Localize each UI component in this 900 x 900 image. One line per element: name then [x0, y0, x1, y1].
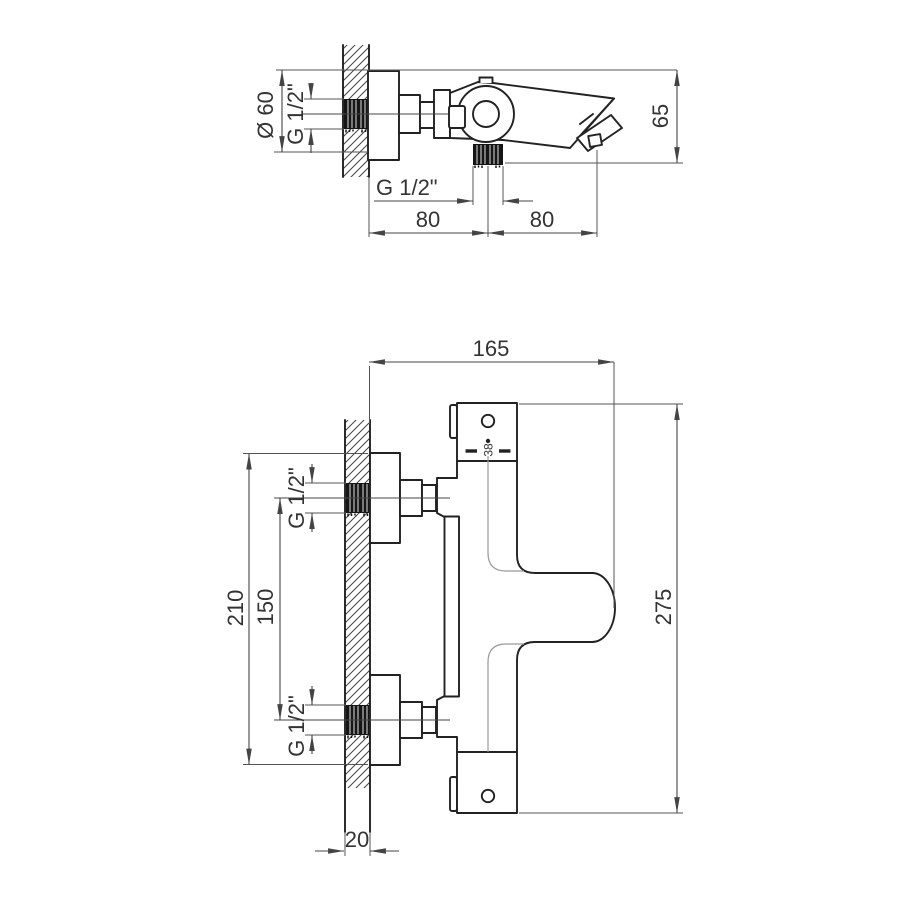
shower-outlet-thread: [473, 144, 503, 168]
wall-flange: [367, 70, 400, 161]
diverter-tab: [478, 76, 494, 83]
aerator: [576, 97, 623, 152]
temperature-stop-label: 38: [482, 443, 496, 457]
dim-label-flange-diameter: Ø 60: [253, 91, 278, 139]
flange-span-extensions: [243, 453, 368, 765]
scale-dash-left: [465, 449, 477, 453]
flow-handle-tab: [449, 776, 458, 812]
flow-handle-button: [480, 788, 496, 804]
highlight-line-top: [487, 456, 524, 572]
front-view-dimensions: 165 275 210 150 G 1/2" G 1/2" 20: [223, 336, 683, 854]
cartridge-clip: [448, 105, 466, 129]
thread-fringe: [345, 129, 367, 133]
dim-label-spout-height: 65: [648, 104, 673, 128]
temperature-handle-button: [480, 413, 496, 429]
side-view-dimensions: Ø 60 G 1/2" 65 G 1/2" 80 80: [253, 69, 683, 237]
aerator-joint-line: [579, 113, 594, 125]
dim-label-overall-width: 165: [473, 336, 510, 361]
inlet-thread-top: [346, 483, 370, 517]
inlet-thread-bottom: [346, 705, 370, 739]
dim-label-thread-top: G 1/2": [284, 467, 309, 529]
dim-label-outlet-thread: G 1/2": [376, 175, 438, 200]
thread-fringe: [474, 165, 501, 168]
aerator-housing: [576, 114, 623, 152]
body-column-edge: [443, 515, 460, 698]
dim-label-inlet-centers: 150: [253, 589, 278, 626]
mixer-body: [436, 402, 616, 814]
temperature-handle-tab: [449, 404, 458, 439]
front-view: 38 165 275 210 150 G 1/2" G 1/2": [223, 336, 683, 856]
dim-label-overall-height: 275: [651, 589, 676, 626]
height-extension-lines: [519, 403, 683, 814]
dim-label-wall-to-outlet: 80: [416, 207, 440, 232]
side-view: Ø 60 G 1/2" 65 G 1/2" 80 80: [253, 44, 683, 237]
dim-label-wall-thickness: 20: [345, 827, 369, 852]
connector-inner: [419, 101, 436, 129]
dim-label-flange-span: 210: [223, 590, 248, 627]
highlight-line-bottom: [487, 643, 524, 752]
spout-end-edge: [577, 97, 615, 139]
aerator-face: [587, 133, 603, 148]
scale-dash-right: [499, 449, 511, 453]
dim-label-inlet-thread: G 1/2": [283, 83, 308, 145]
valve-dial-inner: [472, 100, 500, 128]
dim-label-thread-bottom: G 1/2": [284, 695, 309, 757]
inlet-centerlines: [274, 497, 450, 721]
wall-inlet-thread: [344, 99, 368, 133]
dim-label-outlet-to-aerator: 80: [530, 207, 554, 232]
temperature-index-dot: [485, 438, 491, 444]
